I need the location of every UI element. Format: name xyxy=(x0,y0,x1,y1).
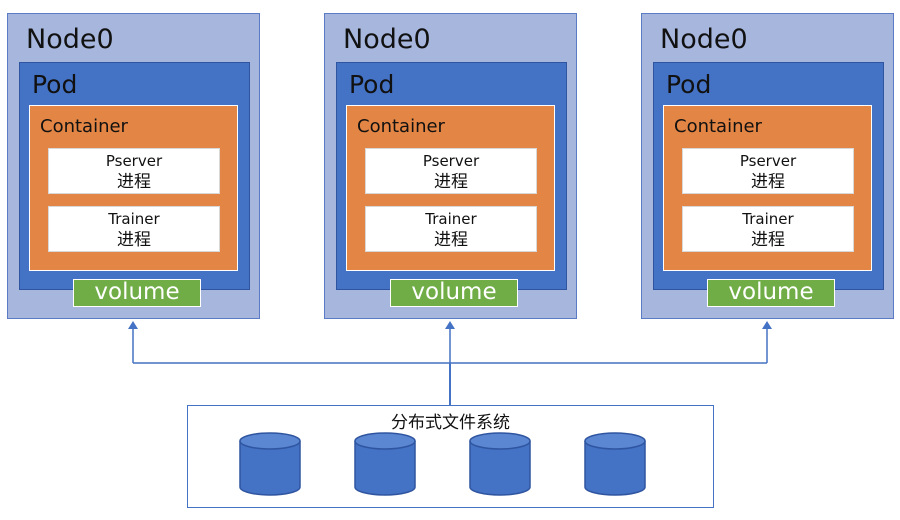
process-kind: 进程 xyxy=(117,172,151,192)
pserver-process-box: Pserver 进程 xyxy=(48,148,220,194)
volume-box: volume xyxy=(390,279,518,307)
process-name: Trainer xyxy=(425,210,477,228)
database-cylinder-icon xyxy=(239,432,301,496)
pod-title: Pod xyxy=(666,70,712,99)
database-cylinder-icon xyxy=(584,432,646,496)
arrowhead-node-2 xyxy=(445,321,455,329)
process-kind: 进程 xyxy=(434,172,468,192)
pod-title: Pod xyxy=(32,70,78,99)
container-box: Container Pserver 进程 Trainer 进程 xyxy=(29,105,238,271)
process-kind: 进程 xyxy=(751,172,785,192)
container-title: Container xyxy=(357,116,445,137)
process-name: Trainer xyxy=(742,210,794,228)
node-box-3: Node0 Pod Container Pserver 进程 Trainer 进… xyxy=(641,13,894,319)
pod-title: Pod xyxy=(349,70,395,99)
container-box: Container Pserver 进程 Trainer 进程 xyxy=(346,105,555,271)
database-cylinder-icon xyxy=(469,432,531,496)
database-cylinder-icon xyxy=(354,432,416,496)
container-title: Container xyxy=(674,116,762,137)
pod-box: Pod Container Pserver 进程 Trainer 进程 xyxy=(19,62,250,290)
container-box: Container Pserver 进程 Trainer 进程 xyxy=(663,105,872,271)
trainer-process-box: Trainer 进程 xyxy=(48,206,220,252)
node-title: Node0 xyxy=(26,24,114,55)
process-kind: 进程 xyxy=(117,230,151,250)
node-title: Node0 xyxy=(660,24,748,55)
volume-box: volume xyxy=(707,279,835,307)
distributed-file-system-box: 分布式文件系统 xyxy=(187,405,714,508)
arrowhead-node-3 xyxy=(762,321,772,329)
process-name: Pserver xyxy=(105,152,163,170)
node-box-2: Node0 Pod Container Pserver 进程 Trainer 进… xyxy=(324,13,577,319)
storage-title: 分布式文件系统 xyxy=(391,413,510,433)
process-name: Trainer xyxy=(108,210,160,228)
node-title: Node0 xyxy=(343,24,431,55)
process-name: Pserver xyxy=(739,152,797,170)
process-name: Pserver xyxy=(422,152,480,170)
arrowhead-node-1 xyxy=(128,321,138,329)
process-kind: 进程 xyxy=(751,230,785,250)
pod-box: Pod Container Pserver 进程 Trainer 进程 xyxy=(653,62,884,290)
node-box-1: Node0 Pod Container Pserver 进程 Trainer 进… xyxy=(7,13,260,319)
trainer-process-box: Trainer 进程 xyxy=(682,206,854,252)
volume-box: volume xyxy=(73,279,201,307)
pserver-process-box: Pserver 进程 xyxy=(365,148,537,194)
pod-box: Pod Container Pserver 进程 Trainer 进程 xyxy=(336,62,567,290)
pserver-process-box: Pserver 进程 xyxy=(682,148,854,194)
trainer-process-box: Trainer 进程 xyxy=(365,206,537,252)
container-title: Container xyxy=(40,116,128,137)
process-kind: 进程 xyxy=(434,230,468,250)
